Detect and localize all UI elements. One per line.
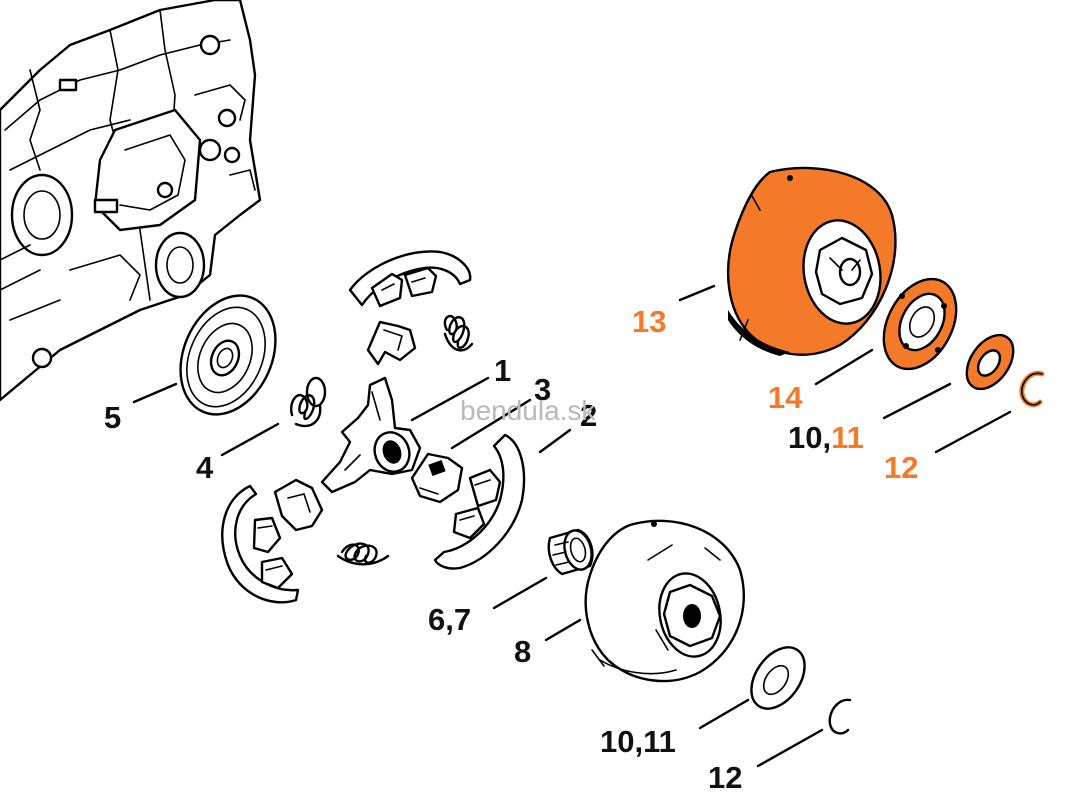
callout-labels: 5 4 1 3 2 6,7 8 10,11 12 13 14 10,11 12 — [104, 304, 918, 793]
callout-10-11-upper-suffix: 11 — [831, 420, 864, 455]
spring-top — [443, 314, 474, 352]
part-13-rim-sprocket-drum — [726, 166, 897, 356]
circlip-upper — [1019, 370, 1045, 408]
part-5-cover-disk — [179, 294, 277, 416]
part-6-7-needle-bearing — [547, 528, 594, 576]
washer-lower — [750, 646, 806, 710]
part-4-spring — [290, 376, 327, 428]
callout-14: 14 — [768, 380, 803, 415]
circlip-lower — [828, 698, 852, 735]
callout-6-7: 6,7 — [428, 602, 471, 637]
callout-4: 4 — [196, 450, 214, 485]
callout-5: 5 — [104, 400, 121, 435]
leader-lines — [132, 284, 1012, 768]
part-8-clutch-drum — [584, 519, 745, 683]
part-14-spur-sprocket — [882, 277, 958, 371]
part-3-shoe-bracket — [410, 452, 464, 504]
callout-12-lower: 12 — [708, 760, 742, 793]
washer-upper — [965, 333, 1015, 391]
callout-8: 8 — [514, 634, 531, 669]
clutch-shoe-lower — [221, 484, 300, 604]
callout-3: 3 — [534, 372, 551, 407]
part-2-clutch-shoe — [433, 433, 526, 570]
callout-10-11-upper-prefix: 10, — [788, 420, 831, 455]
callout-2: 2 — [580, 398, 597, 433]
callout-10-11-upper: 10,11 — [788, 420, 864, 455]
part-1-clutch-carrier — [320, 376, 422, 494]
spring-lower — [336, 542, 390, 566]
clutch-shoe-upper — [348, 250, 472, 308]
callout-12-upper: 12 — [884, 450, 918, 485]
shoe-bracket-upper — [366, 320, 417, 366]
callout-13: 13 — [632, 304, 666, 339]
callout-10-11-lower: 10,11 — [600, 724, 676, 759]
shoe-bracket-lower — [273, 478, 324, 532]
engine-crankcase — [0, 0, 262, 402]
callout-1: 1 — [494, 353, 511, 388]
watermark-text: bendula.sk — [460, 395, 596, 426]
